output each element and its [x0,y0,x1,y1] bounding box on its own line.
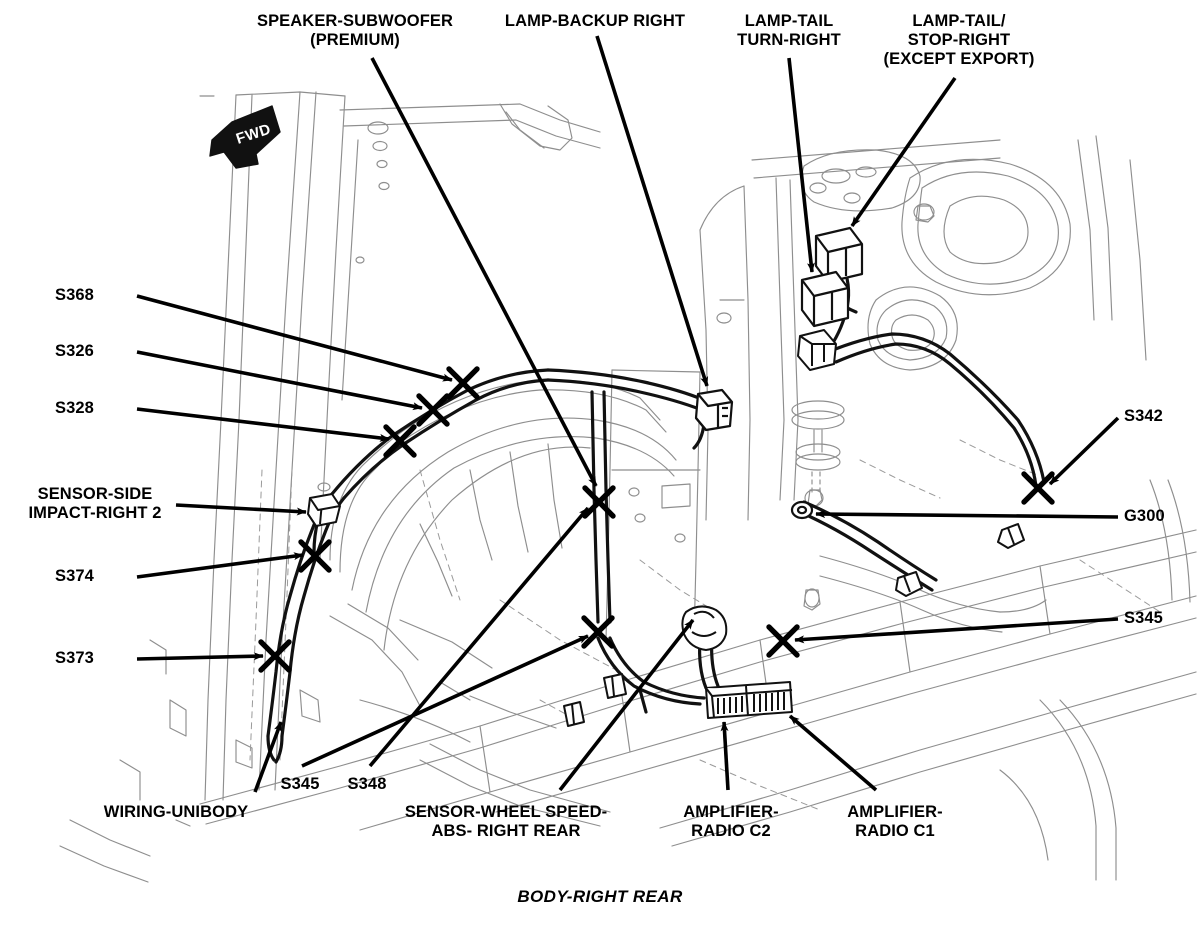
diagram-title: BODY-RIGHT REAR [517,887,683,906]
callout-g300: G300 [1124,507,1165,525]
leader-s368 [136,294,453,382]
leader-amplifier-radio-c1 [788,714,878,792]
callout-s342: S342 [1124,407,1163,425]
callout-amplifier-radio-c1: AMPLIFIER- RADIO C1 [847,803,943,840]
leader-s345-bottom [301,634,589,768]
leader-sensor-wheel-speed [558,618,695,792]
harness-connectors [307,226,1025,727]
callout-s345-right: S345 [1124,609,1163,627]
fwd-arrow-icon: FWD [209,105,281,169]
leader-amplifier-radio-c2 [720,721,730,791]
leader-sensor-side-impact-right-2 [175,503,307,516]
splice-S373 [258,639,292,673]
callout-wiring-unibody: WIRING-UNIBODY [103,803,249,821]
callout-sensor-side-impact-right-2: SENSOR-SIDE IMPACT-RIGHT 2 [28,485,162,522]
leader-s326 [136,350,423,411]
splice-S326 [416,393,450,427]
callout-speaker-subwoofer: SPEAKER-SUBWOOFER (PREMIUM) [256,12,454,49]
splice-S368 [446,366,480,400]
callout-s368: S368 [55,286,94,304]
callout-sensor-wheel-speed-abs-right-rear: SENSOR-WHEEL SPEED- ABS- RIGHT REAR [404,803,608,840]
leader-s345-right [794,617,1119,644]
callout-s328: S328 [55,399,94,417]
callout-s345-bottom: S345 [280,775,320,793]
callout-s348: S348 [347,775,387,793]
leader-s348 [368,506,590,768]
splice-S345-right [766,624,800,658]
leader-s342 [1048,416,1120,486]
leader-lines [136,35,1120,793]
callout-s326: S326 [55,342,94,360]
leader-speaker-subwoofer [370,57,598,487]
splice-S328 [383,424,417,458]
leader-s374 [136,552,304,579]
callout-lamp-backup-right: LAMP-BACKUP RIGHT [504,12,686,30]
leader-lamp-tail-turn-right [787,57,815,273]
splice-S342 [1021,471,1055,505]
callout-lamp-tail-stop-right: LAMP-TAIL/ STOP-RIGHT (EXCEPT EXPORT) [883,12,1035,68]
leader-lamp-tail-stop-right [850,76,957,228]
callout-s373: S373 [55,649,94,667]
leader-s328 [136,407,390,442]
leader-lamp-backup-right [595,35,709,387]
callout-s374: S374 [55,567,94,585]
splice-S345-mid [581,615,615,649]
leader-s373 [136,652,264,661]
leader-wiring-unibody [253,721,283,793]
splice-S374 [298,539,332,573]
callout-lamp-tail-turn-right: LAMP-TAIL TURN-RIGHT [737,12,841,49]
splice-markers [258,366,1055,673]
callout-amplifier-radio-c2: AMPLIFIER- RADIO C2 [683,803,779,840]
leader-g300 [815,510,1119,519]
splice-S348 [582,485,616,519]
